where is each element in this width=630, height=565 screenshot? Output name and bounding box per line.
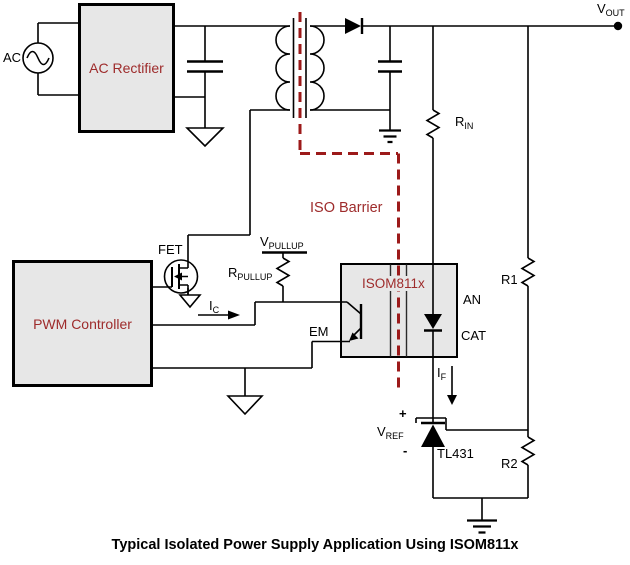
- rin-label: RIN: [455, 114, 474, 131]
- pwm-controller-label: PWM Controller: [33, 315, 132, 332]
- pwm-controller-block: PWM Controller: [12, 260, 153, 387]
- r2-label: R2: [501, 456, 518, 471]
- primary-cap-icon: [187, 60, 223, 73]
- an-pin-label: AN: [463, 292, 482, 307]
- vref-label: VREF: [377, 424, 404, 441]
- rpullup-label: RPULLUP: [228, 265, 273, 282]
- tl431-icon: [421, 421, 445, 447]
- vref-plus-label: +: [399, 406, 407, 421]
- ic-label: IC: [209, 298, 220, 315]
- ac-source-label: AC: [3, 50, 22, 65]
- rectifier-diode-icon: [345, 18, 364, 34]
- ac-rectifier-label: AC Rectifier: [89, 60, 164, 76]
- transformer-icon: [275, 18, 325, 118]
- r1-resistor-icon: [520, 257, 536, 287]
- output-ground-icon: [467, 519, 497, 534]
- vout-label: VOUT: [597, 1, 625, 18]
- r2-resistor-icon: [520, 436, 536, 466]
- mosfet-icon: [163, 259, 199, 295]
- em-label: EM: [309, 324, 329, 339]
- rin-resistor-icon: [425, 109, 441, 139]
- cat-pin-label: CAT: [461, 328, 487, 343]
- ac-source-icon: [22, 42, 54, 74]
- fet-label: FET: [158, 242, 183, 257]
- figure-caption: Typical Isolated Power Supply Applicatio…: [111, 537, 519, 553]
- rpullup-resistor-icon: [275, 257, 291, 287]
- secondary-cap-icon: [378, 60, 402, 73]
- ac-rectifier-block: AC Rectifier: [78, 3, 175, 133]
- vref-minus-label: -: [403, 443, 408, 458]
- if-arrow-icon: [447, 366, 457, 405]
- secondary-ground-icon: [379, 129, 401, 144]
- r1-label: R1: [501, 272, 518, 287]
- primary-ground-icon: [185, 127, 225, 148]
- tl431-label: TL431: [437, 446, 474, 461]
- em-ground-icon: [226, 395, 264, 416]
- iso-barrier-label: ISO Barrier: [310, 200, 383, 216]
- vout-terminal-dot: [613, 21, 623, 31]
- if-label: IF: [437, 365, 447, 382]
- optocoupler-label: ISOM811x: [359, 276, 428, 291]
- vpullup-label: VPULLUP: [260, 234, 304, 251]
- fet-ground-icon: [178, 288, 202, 309]
